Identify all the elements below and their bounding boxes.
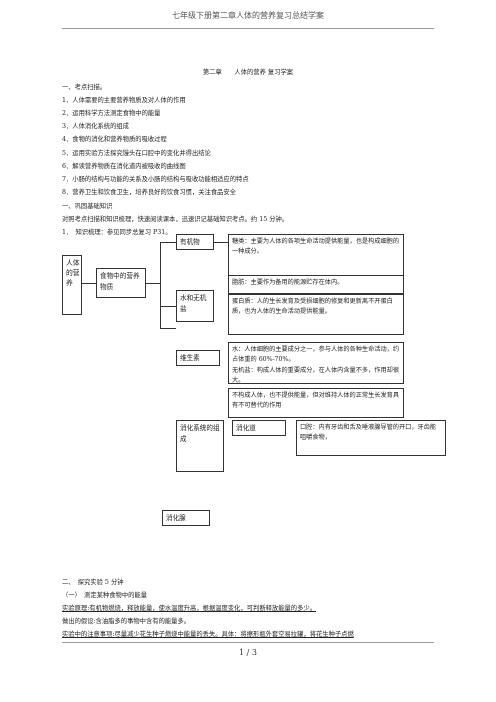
salt-detail: 无机盐：构成人体的重要成分，在人体内含量不多，作用却很大。 <box>232 367 400 384</box>
connector <box>160 242 176 243</box>
footer-divider <box>62 642 434 643</box>
digestive-gland-node: 消化腺 <box>162 510 210 526</box>
point-8: 8．营养卫生和饮食卫生，培养良好的饮食习惯，关注食品安全 <box>62 189 237 196</box>
digestive-gland-label: 消化腺 <box>166 514 186 522</box>
organic-detail-box: 糖类：主要为人体的各项生命活动提供能量，也是构成细胞的一种成分。 <box>228 234 404 276</box>
food-nutrients-node: 食物中的营养物质 <box>96 268 146 298</box>
digestive-tract-label: 消化道 <box>236 424 256 432</box>
connector <box>82 283 96 284</box>
point-4: 4．食物的消化和营养物质的吸收过程 <box>62 136 167 143</box>
organic-detail-2: 脂肪：主要作为备用的能源贮存在体内。 <box>232 279 344 286</box>
experiment-hypothesis: 做出的假设:含油脂多的事物中含有的能量多。 <box>62 618 191 625</box>
connector <box>160 306 176 307</box>
inorganic-label: 水和无机盐 <box>180 294 207 313</box>
page-number: 1 / 3 <box>239 648 257 657</box>
digestive-tract-node: 消化道 <box>232 420 286 436</box>
section-2-title: 一、巩固基础知识 <box>62 203 113 210</box>
vitamin-label: 维生素 <box>180 354 200 362</box>
inorganic-node: 水和无机盐 <box>176 290 214 322</box>
section-1-title: 一、考点扫描。 <box>62 84 107 91</box>
root-node: 人体的营养 <box>62 255 82 315</box>
point-1: 1．人体需要的主要营养物质及对人体的作用 <box>62 97 186 104</box>
experiment-1-title: （一） 测定某种食物中的能量 <box>62 592 148 599</box>
food-nutrients-label: 食物中的营养物质 <box>100 272 140 291</box>
digestive-system-label: 消化系统的组成 <box>180 424 220 443</box>
organic-detail-box-2: 脂肪：主要作为备用的能源贮存在体内。 <box>228 276 404 294</box>
water-salt-box: 水：人体细胞的主要成分之一，参与人体的各种生命活动，约占体重的 60%-70%。… <box>228 342 404 384</box>
point-6: 6．解读营养物质在消化道内被吸收的曲线图 <box>62 163 186 170</box>
experiment-notes: 实验中的注意事项:尽量减少花生种子燃烧中能量的丢失。具体：将擦形瓶外套空易拉罐，… <box>62 631 354 638</box>
point-7: 7．小肠的结构与功能的关系及小肠的结构与吸收功能相适应的特点 <box>62 176 249 183</box>
organic-label: 有机物 <box>180 238 200 246</box>
mouth-detail: 口腔：内有牙齿和舌及唾液腺导管的开口，牙齿能咀嚼食物， <box>300 424 437 441</box>
point-3: 3．人体消化系统的组成 <box>62 123 129 130</box>
mouth-detail-box: 口腔：内有牙齿和舌及唾液腺导管的开口，牙齿能咀嚼食物， <box>296 420 446 456</box>
branch-line <box>160 242 161 328</box>
section-2-instructions: 对照考点扫描和知识梳理，快速阅读课本，迅速识记基础知识考点。约 15 分钟。 <box>62 216 289 223</box>
connector <box>214 242 228 243</box>
digestive-system-node: 消化系统的组成 <box>176 420 224 472</box>
connector <box>160 328 176 329</box>
vitamin-detail: 不构成人体，也不提供能量，但对维持人体的正常生长发育具有不可替代的作用 <box>232 392 400 409</box>
page-header: 七年级下册第二章人体的营养复习总结学案 <box>172 11 324 20</box>
vitamin-node: 维生素 <box>176 350 220 366</box>
knowledge-item-1: 1． 知识梳理：参见同步总复习 P31。 <box>62 229 172 236</box>
inorganic-detail-box: 蛋白质：人的生长发育及受损细胞的修复和更新离不开蛋白质，也为人体的生命活动提供能… <box>228 294 404 335</box>
point-2: 2．运用科学方法测定食物中的能量 <box>62 110 161 117</box>
connector <box>146 283 160 284</box>
organic-detail-1: 糖类：主要为人体的各项生命活动提供能量，也是构成细胞的一种成分。 <box>232 238 400 255</box>
experiment-principle: 实验原理:有机物燃烧，释放能量，使水温度升高，根据温度变化，可判断释放能量的多少… <box>62 605 316 612</box>
vitamin-detail-box: 不构成人体，也不提供能量，但对维持人体的正常生长发育具有不可替代的作用 <box>228 388 404 418</box>
protein-detail: 蛋白质：人的生长发育及受损细胞的修复和更新离不开蛋白质，也为人体的生命活动提供能… <box>232 298 393 315</box>
document-title: 第二章 人体的营养 复习学案 <box>202 69 294 76</box>
water-detail: 水：人体细胞的主要成分之一，参与人体的各种生命活动，约占体重的 60%-70%。 <box>232 346 400 363</box>
point-5: 5．运用实验方法探究馒头在口腔中的变化并得出结论 <box>62 150 211 157</box>
section-3-title: 二、 探究实验 5 分钟 <box>62 579 124 586</box>
organic-node: 有机物 <box>176 234 214 250</box>
root-node-label: 人体的营养 <box>66 259 80 287</box>
header-divider <box>62 28 434 29</box>
